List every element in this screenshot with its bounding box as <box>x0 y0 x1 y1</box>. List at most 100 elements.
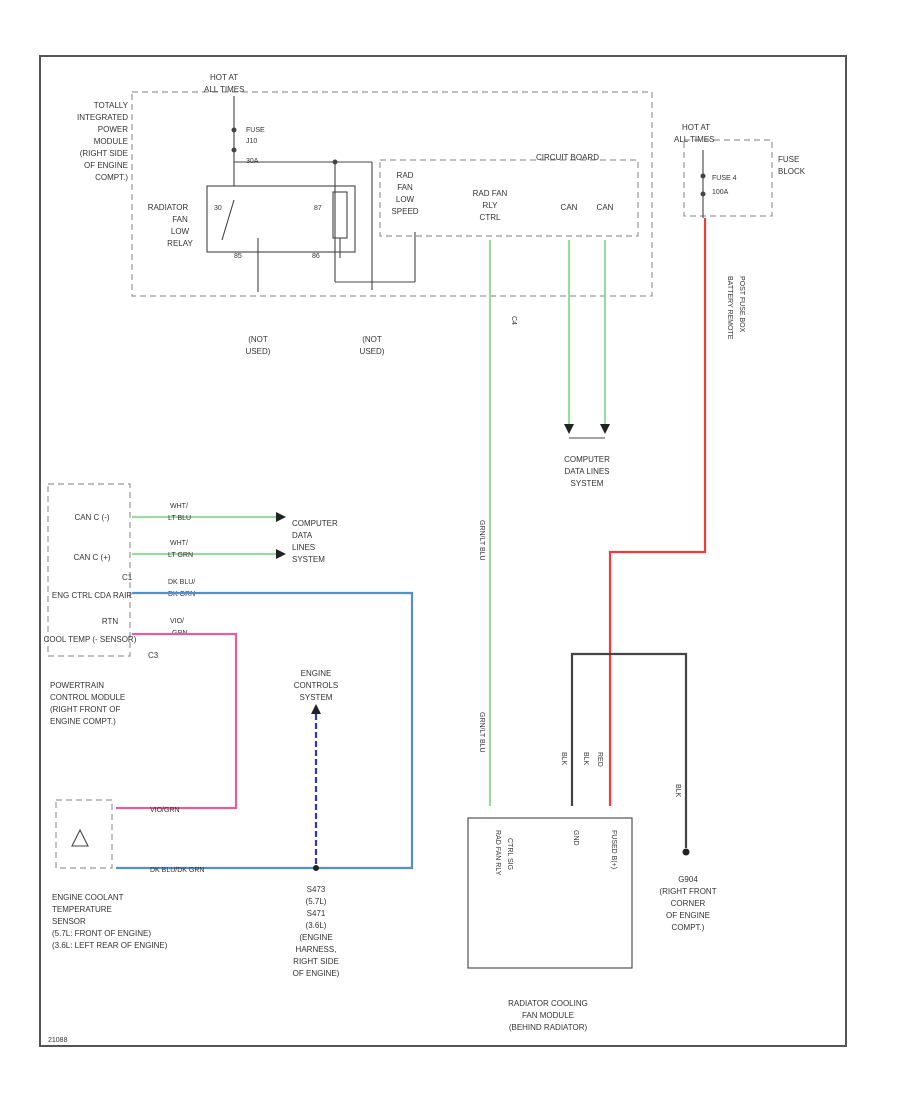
splice-label: S473 (5.7L) S471 (3.6L) (ENGINE HARNESS,… <box>293 885 340 978</box>
diagram-label: BATTERY REMOTE <box>726 276 733 340</box>
diagram-label: OF ENGINE) <box>293 969 340 978</box>
diagram-label: DATA <box>292 531 313 540</box>
diagram-shape <box>231 147 237 153</box>
circuit-board-label: CIRCUIT BOARD <box>536 153 599 162</box>
diagram-label: USED) <box>246 347 271 356</box>
diagram-label: CORNER <box>671 899 706 908</box>
diagram-label: (RIGHT FRONT <box>659 887 716 896</box>
diagram-shape <box>700 191 706 197</box>
diagram-label: CAN <box>597 203 614 212</box>
diagram-label: USED) <box>360 347 385 356</box>
diagram-label: RAD <box>397 171 414 180</box>
diagram-label: CAN C (-) <box>74 513 109 522</box>
diagram-label: GRN/LT BLU <box>478 520 485 561</box>
diagram-label: OF ENGINE <box>84 161 128 170</box>
relay-switch-icon <box>221 199 235 241</box>
splice-s473-icon <box>313 865 319 871</box>
diagram-label: ENGINE <box>301 669 332 678</box>
diagram-label: S471 <box>307 909 326 918</box>
diagram-label: BLK <box>674 784 681 798</box>
diagram-label: SENSOR <box>52 917 86 926</box>
diagram-label: ALL TIMES <box>674 135 714 144</box>
diagram-label: LT BLU <box>168 515 191 522</box>
diagram-label: FAN MODULE <box>522 1011 574 1020</box>
arrow-icon <box>311 704 321 714</box>
ect-sensor: ENGINE COOLANT TEMPERATURE SENSOR (5.7L:… <box>52 799 168 950</box>
diagram-label: G904 <box>678 875 698 884</box>
arrow-icon <box>276 549 286 559</box>
diagram-label: TEMPERATURE <box>52 905 112 914</box>
diagram-label: (ENGINE <box>299 933 332 942</box>
diagram-label: (BEHIND RADIATOR) <box>509 1023 588 1032</box>
diagram-label: ENG CTRL CDA RAIR <box>52 591 132 600</box>
ground-g904-icon <box>682 848 690 856</box>
diagram-label: SPEED <box>391 207 418 216</box>
diagram-label: 100A <box>712 189 729 196</box>
diagram-label: RIGHT SIDE <box>293 957 339 966</box>
engine-controls-system: ENGINE CONTROLS SYSTEM <box>294 669 338 702</box>
diagram-label: 86 <box>312 253 320 260</box>
diagram-label: VIO/ <box>170 618 184 625</box>
diagram-label: LT GRN <box>168 552 193 559</box>
diagram-label: FUSED B(+) <box>610 830 617 869</box>
diagram-label: CTRL SIG <box>506 838 513 870</box>
diagram-label: RAD FAN RLY <box>494 830 501 876</box>
diagram-label: SYSTEM <box>292 555 325 564</box>
diagram-label: BLK <box>560 752 567 766</box>
diagram-label: COOL TEMP (- SENSOR) <box>44 635 137 644</box>
diagram-shape <box>47 483 131 657</box>
radiator-fan-low-relay <box>206 185 356 253</box>
diagram-label: COMPUTER <box>564 455 610 464</box>
diagram-label: HARNESS, <box>296 945 337 954</box>
diagram-label: INTEGRATED <box>77 113 128 122</box>
diagram-label: POWER <box>98 125 128 134</box>
diagram-label: CAN C (+) <box>73 553 110 562</box>
diagram-label: BLOCK <box>778 167 806 176</box>
wire-cool-temp-pink <box>116 632 238 810</box>
diagram-label: SYSTEM <box>571 479 604 488</box>
diagram-label: CONTROLS <box>294 681 338 690</box>
tipm-title: TOTALLY INTEGRATED POWER MODULE (RIGHT S… <box>77 101 129 182</box>
fuse-j10-label: FUSE <box>246 127 265 134</box>
diagram-label: RLY <box>483 201 499 210</box>
diagram-label: CAN <box>561 203 578 212</box>
arrow-icon <box>276 512 286 522</box>
diagram-label: MODULE <box>94 137 128 146</box>
diagram-label: RADIATOR COOLING <box>508 999 588 1008</box>
diagram-label: BLK <box>582 752 589 766</box>
diagram-label: C4 <box>510 316 517 325</box>
diagram-label: J10 <box>246 138 257 145</box>
diagram-label: RED <box>596 752 603 767</box>
diagram-label: SYSTEM <box>300 693 333 702</box>
fuse-block: HOT AT ALL TIMES FUSE 4 100A FUSE BLOCK … <box>674 123 806 340</box>
diagram-label: C1 <box>122 573 133 582</box>
radiator-cooling-fan-module: RAD FAN RLY CTRL SIG GND FUSED B(+) RADI… <box>467 817 633 1032</box>
diagram-label: (RIGHT FRONT OF <box>50 705 120 714</box>
diagram-label: CONTROL MODULE <box>50 693 125 702</box>
diagram-label: COMPT.) <box>95 173 128 182</box>
tipm-all-times: ALL TIMES <box>204 85 244 94</box>
diagram-shape <box>683 139 773 217</box>
diagram-label: DK BLU/DK GRN <box>150 867 204 874</box>
diagram-label: HOT AT <box>682 123 710 132</box>
diagram-label: C3 <box>148 651 159 660</box>
diagram-label: DK GRN <box>168 591 195 598</box>
diagram-shape <box>467 817 633 969</box>
diagram-label: FUSE 4 <box>712 175 737 182</box>
diagram-label: RTN <box>102 617 119 626</box>
diagram-label: FAN <box>172 215 188 224</box>
diagram-label: ENGINE COOLANT <box>52 893 124 902</box>
diagram-label: FUSE <box>778 155 799 164</box>
diagram-label: RAD FAN <box>473 189 508 198</box>
diagram-label: FAN <box>397 183 413 192</box>
powertrain-control-module: CAN C (-) CAN C (+) C1 ENG CTRL CDA RAIR… <box>44 483 159 726</box>
diagram-label: DATA LINES <box>564 467 609 476</box>
diagram-label: LOW <box>171 227 190 236</box>
diagram-border <box>39 55 847 1047</box>
diagram-label: GND <box>572 830 579 846</box>
arrow-icon <box>564 424 574 434</box>
diagram-label: ENGINE COMPT.) <box>50 717 116 726</box>
footer-code: 21088 <box>48 1037 68 1044</box>
diagram-label: WHT/ <box>170 540 188 547</box>
diagram-label: RELAY <box>167 239 193 248</box>
